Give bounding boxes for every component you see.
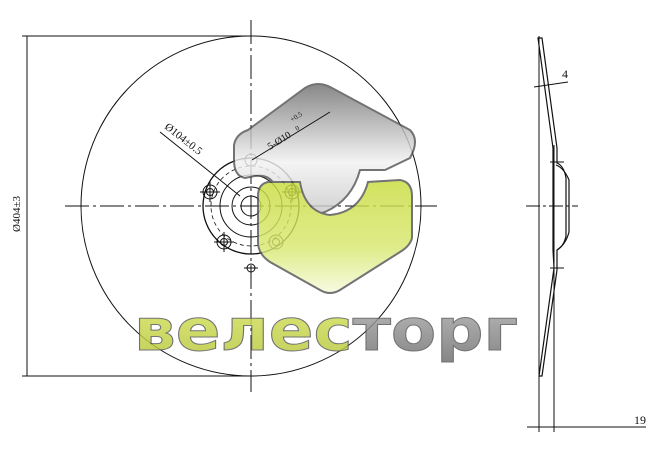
thickness-dimension	[533, 81, 569, 88]
logo-text-part: торг	[353, 296, 518, 364]
depth-label: 19	[634, 413, 646, 427]
side-view	[526, 36, 646, 432]
leader-line-bolt-circle	[159, 131, 241, 197]
watermark-logo: велесторг	[133, 83, 518, 365]
leader-line-holes	[251, 111, 331, 161]
diameter-label: Ø404±3	[11, 196, 23, 232]
logo-green-shape	[257, 178, 413, 294]
holes-tolerance-low: 0	[294, 124, 302, 133]
disc-profile	[537, 37, 567, 377]
logo-text-part: велес	[134, 296, 353, 364]
thickness-label: 4	[562, 67, 568, 81]
logo-brand-text: велесторг	[134, 296, 518, 364]
front-view	[22, 20, 437, 392]
